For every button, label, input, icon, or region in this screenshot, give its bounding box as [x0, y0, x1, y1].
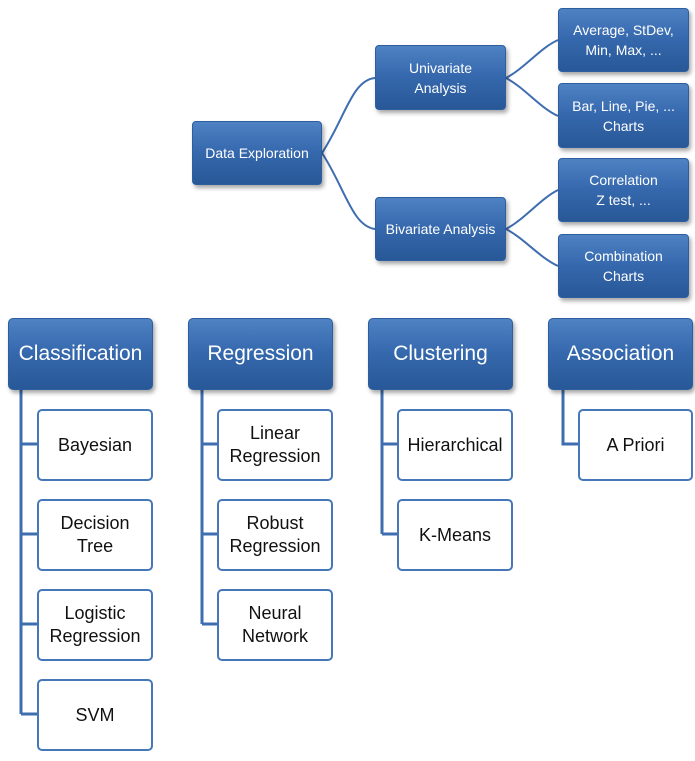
- clustering-header[interactable]: Clustering: [368, 318, 513, 390]
- item-label: A Priori: [606, 434, 665, 455]
- regression-title: Regression: [207, 342, 314, 365]
- bivariate-combination-node[interactable]: Combination Charts: [558, 234, 689, 298]
- univariate-stats-label: Average, StDev, Min, Max, ...: [573, 22, 674, 58]
- item-label: SVM: [75, 704, 115, 725]
- classification-item-bayesian[interactable]: Bayesian: [37, 409, 153, 481]
- item-label: Bayesian: [57, 434, 133, 455]
- connector-regression: [200, 390, 217, 626]
- classification-item-logistic-regression[interactable]: Logistic Regression: [37, 589, 153, 661]
- classification-title: Classification: [18, 342, 143, 365]
- data-exploration-label: Data Exploration: [205, 145, 309, 161]
- connector-clustering: [380, 390, 397, 536]
- bivariate-correlation-node[interactable]: Correlation Z test, ...: [558, 158, 689, 222]
- clustering-title: Clustering: [393, 342, 488, 365]
- connector-classification: [19, 390, 37, 716]
- regression-item-linear-regression[interactable]: Linear Regression: [217, 409, 333, 481]
- association-title: Association: [566, 342, 675, 365]
- clustering-item-hierarchical[interactable]: Hierarchical: [397, 409, 513, 481]
- association-header[interactable]: Association: [548, 318, 693, 390]
- item-label: K-Means: [418, 524, 492, 545]
- bivariate-analysis-node[interactable]: Bivariate Analysis: [375, 197, 506, 261]
- connector-root-bivariate: [321, 152, 376, 230]
- connector-root-univariate: [321, 77, 376, 154]
- bivariate-correlation-label: Correlation Z test, ...: [589, 172, 658, 208]
- regression-header[interactable]: Regression: [188, 318, 333, 390]
- association-item-a-priori[interactable]: A Priori: [578, 409, 693, 481]
- connector-bivariate-combination: [505, 228, 559, 267]
- item-label: Robust Regression: [229, 513, 321, 556]
- item-label: Neural Network: [241, 603, 308, 646]
- classification-item-svm[interactable]: SVM: [37, 679, 153, 751]
- bivariate-combination-label: Combination Charts: [584, 248, 663, 284]
- classification-item-decision-tree[interactable]: Decision Tree: [37, 499, 153, 571]
- connector-bivariate-correlation: [505, 189, 559, 230]
- classification-header[interactable]: Classification: [8, 318, 153, 390]
- regression-item-robust-regression[interactable]: Robust Regression: [217, 499, 333, 571]
- connector-association: [561, 390, 578, 446]
- clustering-item-k-means[interactable]: K-Means: [397, 499, 513, 571]
- connector-univariate-stats: [505, 39, 559, 79]
- data-exploration-node[interactable]: Data Exploration: [192, 121, 322, 185]
- univariate-charts-label: Bar, Line, Pie, ... Charts: [572, 97, 675, 134]
- item-label: Decision Tree: [60, 513, 130, 556]
- item-label: Logistic Regression: [49, 603, 141, 646]
- univariate-charts-node[interactable]: Bar, Line, Pie, ... Charts: [558, 83, 689, 148]
- univariate-stats-node[interactable]: Average, StDev, Min, Max, ...: [558, 8, 689, 72]
- univariate-analysis-label: Univariate Analysis: [408, 59, 473, 96]
- regression-item-neural-network[interactable]: Neural Network: [217, 589, 333, 661]
- univariate-analysis-node[interactable]: Univariate Analysis: [375, 45, 506, 110]
- item-label: Hierarchical: [407, 434, 503, 455]
- item-label: Linear Regression: [229, 423, 321, 466]
- bivariate-analysis-label: Bivariate Analysis: [385, 221, 496, 237]
- connector-univariate-charts: [505, 77, 559, 117]
